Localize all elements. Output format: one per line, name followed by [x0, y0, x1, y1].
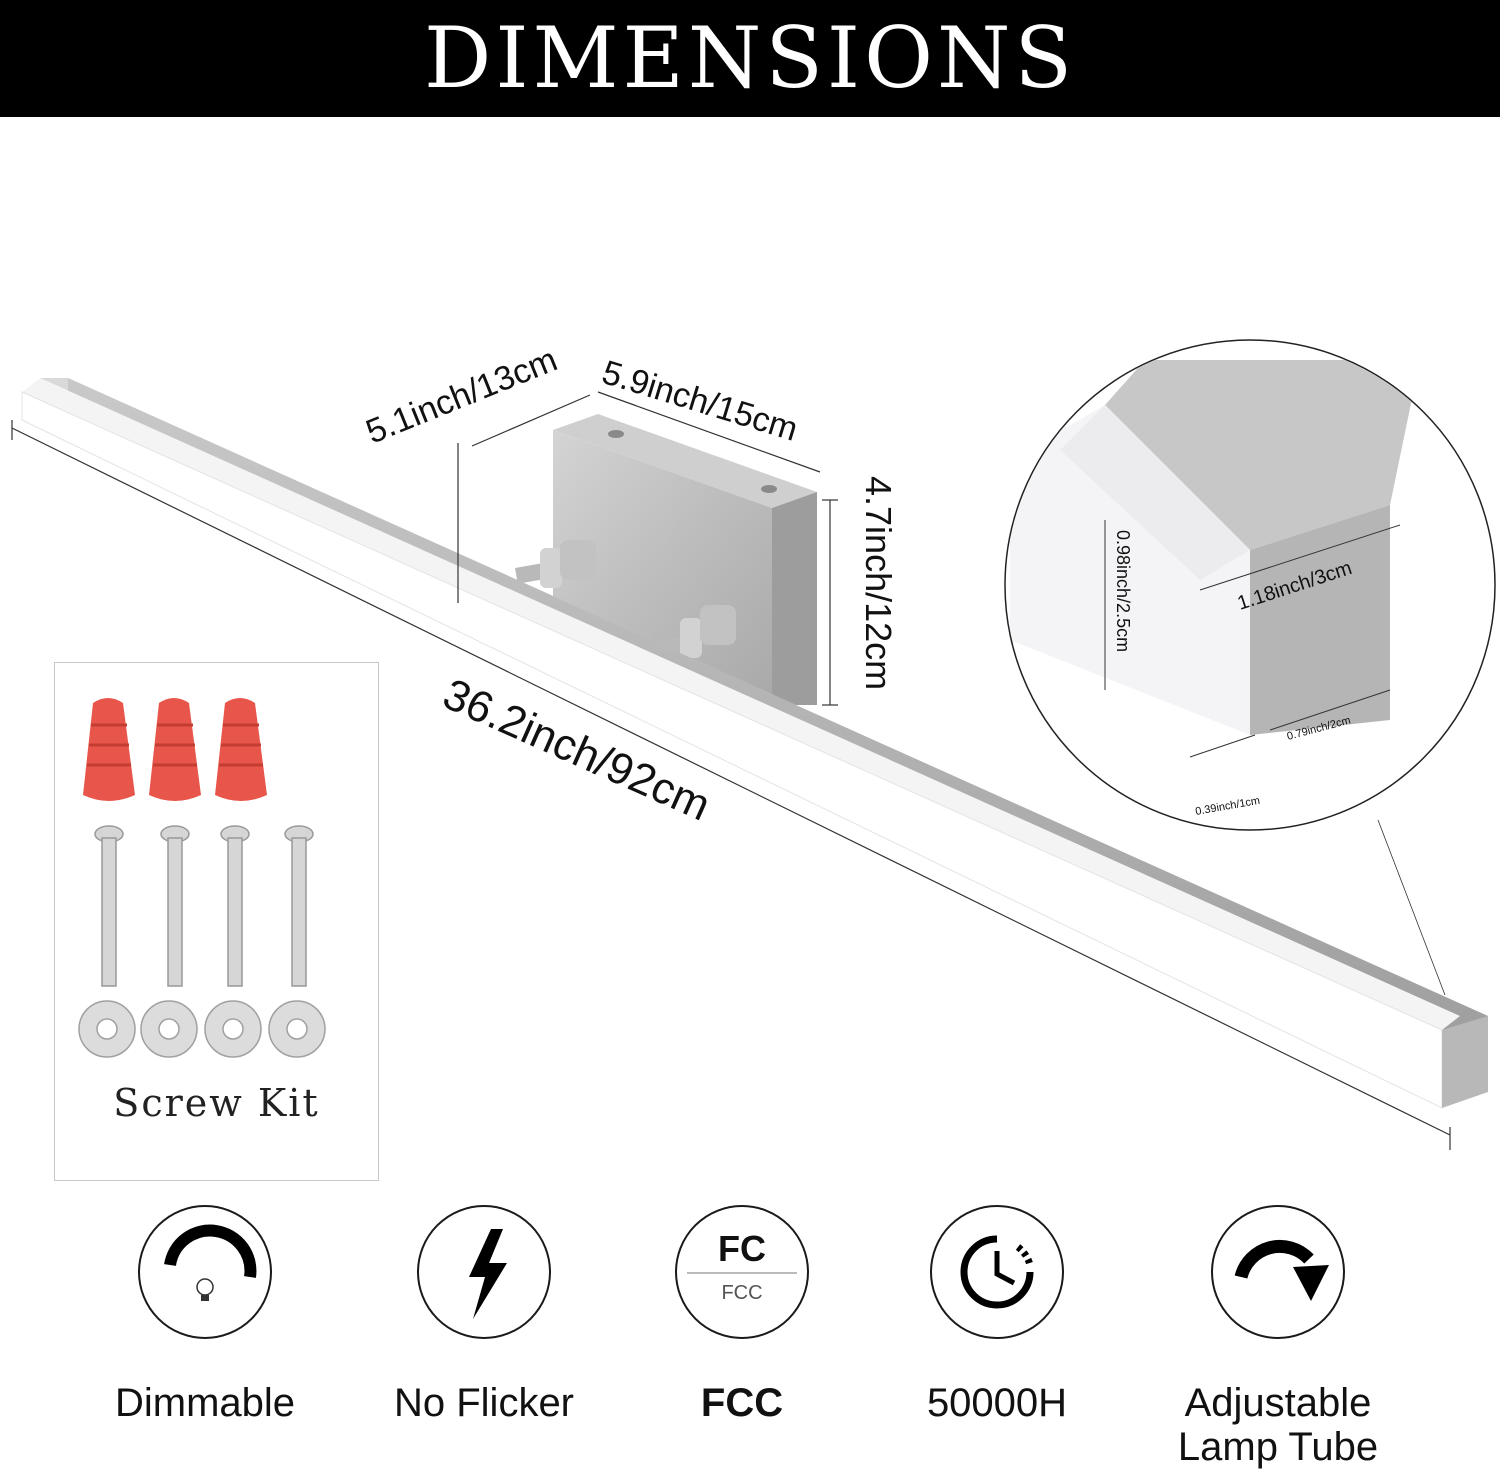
feature-label-adjustable: Adjustable Lamp Tube [1177, 1381, 1379, 1469]
tube-height-dimension-label: 0.98inch/2.5cm [1113, 530, 1133, 652]
fcc-logo-text: FCC [721, 1282, 762, 1304]
screw-kit-illustration [78, 698, 326, 1058]
tube-detail-magnifier [1004, 339, 1496, 831]
screw-kit-label: Screw Kit [113, 1081, 320, 1125]
svg-text:FC: FC [718, 1228, 766, 1269]
detail-dimension-lines [1104, 520, 1401, 758]
base-height-dimension-label: 4.7inch/12cm [858, 476, 899, 690]
feature-adjustable: Adjustable Lamp Tube [1148, 1205, 1408, 1469]
feature-dimmable: Dimmable [75, 1205, 335, 1425]
screw-kit-panel: Screw Kit [54, 662, 379, 1181]
feature-label-no-flicker: No Flicker [393, 1381, 575, 1425]
feature-label-lifetime: 50000H [926, 1381, 1068, 1425]
dimmer-bulb-icon [138, 1205, 272, 1339]
lamp-drawing: 36.2inch/92cm 5.1inch/13cm 5.9inch/15cm … [11, 339, 1496, 1150]
clock-icon [930, 1205, 1064, 1339]
header-banner: DIMENSIONS [0, 0, 1500, 117]
wire-nut-icons [83, 698, 267, 801]
feature-no-flicker: No Flicker [354, 1205, 614, 1425]
feature-fcc: FC FCC FCC [612, 1205, 872, 1425]
rotate-arrow-icon [1211, 1205, 1345, 1339]
washer-icons [78, 1000, 326, 1058]
lightning-bolt-icon [417, 1205, 551, 1339]
depth-dimension-label: 5.1inch/13cm [361, 340, 563, 451]
fcc-logo-icon: FC FCC [675, 1205, 809, 1339]
page-title: DIMENSIONS [424, 9, 1076, 107]
feature-label-dimmable: Dimmable [114, 1381, 296, 1425]
dimension-lines [11, 391, 1451, 1150]
lamp-arms [515, 540, 736, 658]
feature-lifetime: 50000H [867, 1205, 1127, 1425]
feature-label-fcc: FCC [700, 1381, 784, 1425]
screw-icons [94, 825, 314, 987]
lamp-tube [21, 378, 1488, 1109]
